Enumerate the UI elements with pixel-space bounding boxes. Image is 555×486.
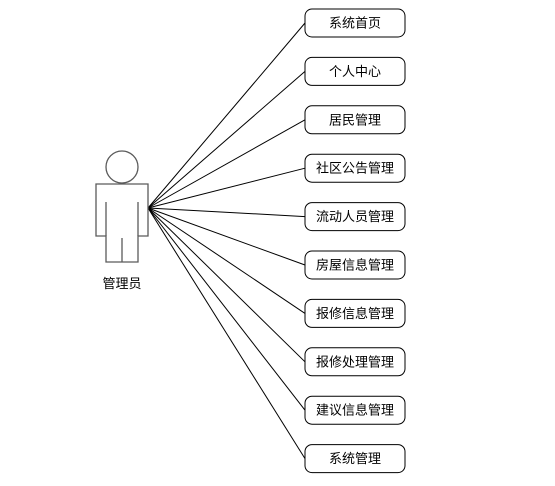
use-case-boxes: 系统首页个人中心居民管理社区公告管理流动人员管理房屋信息管理报修信息管理报修处理… [304,8,406,474]
use-case-label: 报修信息管理 [316,306,394,322]
use-case-box [304,105,406,135]
connector-line [147,22,306,209]
use-case-box [304,56,406,86]
use-case-box [304,202,406,232]
use-case-label: 流动人员管理 [316,210,394,225]
use-case-label: 个人中心 [329,65,381,80]
connector-line [147,207,306,314]
connector-line [147,207,306,459]
use-case-label: 建议信息管理 [316,403,394,419]
use-case-label: 报修处理管理 [316,355,394,370]
use-case-box [304,395,406,425]
actor-head [105,150,139,184]
use-case-label: 社区公告管理 [316,161,394,177]
use-case-box [304,444,406,474]
connector-line [147,119,306,209]
connector-line [147,167,306,209]
use-case-box [304,8,406,38]
use-case-box [304,347,406,377]
use-case-label: 系统首页 [329,17,381,32]
use-case-box [304,153,406,183]
use-case-box [304,250,406,280]
actor-figure [95,150,149,263]
use-case-label: 居民管理 [329,113,381,128]
use-case-box [304,298,406,328]
connector-line [147,207,306,411]
connector-line [147,71,306,209]
use-case-label: 系统管理 [329,452,381,467]
use-case-label: 房屋信息管理 [316,258,394,274]
actor-label: 管理员 [102,277,141,292]
connector-lines [147,22,306,459]
connector-line [147,207,306,218]
connector-line [147,207,306,363]
connector-line [147,207,306,266]
actor-body [95,183,149,263]
